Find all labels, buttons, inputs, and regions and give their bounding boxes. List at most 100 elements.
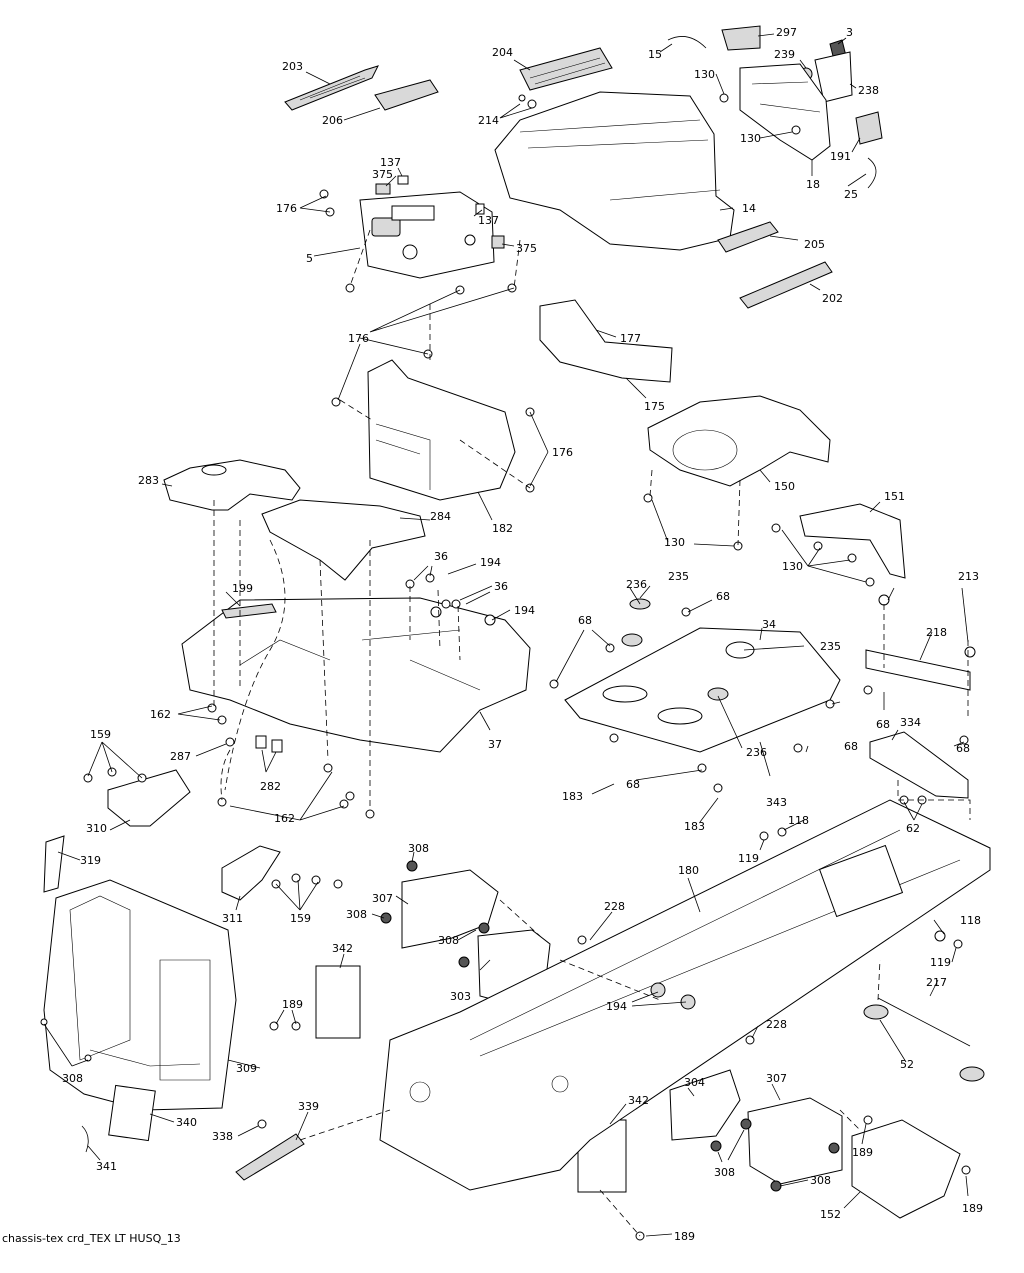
callout-130-b: 130: [740, 132, 761, 145]
callout-287: 287: [170, 750, 191, 763]
callout-228-b: 228: [766, 1018, 787, 1031]
callout-180: 180: [678, 864, 699, 877]
callout-307-b: 307: [766, 1072, 787, 1085]
callout-37: 37: [488, 738, 502, 751]
callout-162-a: 162: [150, 708, 171, 721]
callout-236-b: 236: [746, 746, 767, 759]
callout-308-d: 308: [62, 1072, 83, 1085]
callout-130-c: 130: [664, 536, 685, 549]
callout-62: 62: [906, 822, 920, 835]
callout-176-c: 176: [552, 446, 573, 459]
callout-5: 5: [306, 252, 313, 265]
callout-130-a: 130: [694, 68, 715, 81]
callout-34: 34: [762, 618, 776, 631]
callout-304: 304: [684, 1076, 705, 1089]
callout-218: 218: [926, 626, 947, 639]
callout-308-e: 308: [714, 1166, 735, 1179]
callout-52: 52: [900, 1058, 914, 1071]
callout-15: 15: [648, 48, 662, 61]
callout-152: 152: [820, 1208, 841, 1221]
callout-118-a: 118: [788, 814, 809, 827]
callouts: 203 206 204 214 15 297 3 239 238 130 130…: [62, 26, 983, 1243]
callout-175: 175: [644, 400, 665, 413]
callout-36-a: 36: [434, 550, 448, 563]
callout-284: 284: [430, 510, 451, 523]
callout-319: 319: [80, 854, 101, 867]
callout-183-b: 183: [684, 820, 705, 833]
callout-183-a: 183: [562, 790, 583, 803]
callout-203: 203: [282, 60, 303, 73]
callout-68-b: 68: [578, 614, 592, 627]
callout-119-a: 119: [738, 852, 759, 865]
callout-342-b: 342: [628, 1094, 649, 1107]
callout-68-e: 68: [876, 718, 890, 731]
callout-311: 311: [222, 912, 243, 925]
callout-342-a: 342: [332, 942, 353, 955]
callout-68-f: 68: [956, 742, 970, 755]
callout-217: 217: [926, 976, 947, 989]
callout-191: 191: [830, 150, 851, 163]
callout-309: 309: [236, 1062, 257, 1075]
callout-340: 340: [176, 1116, 197, 1129]
callout-25: 25: [844, 188, 858, 201]
callout-194-a: 194: [480, 556, 501, 569]
callout-3: 3: [846, 26, 853, 39]
callout-308-b: 308: [346, 908, 367, 921]
diagram-caption: chassis-tex crd_TEX LT HUSQ_13: [2, 1232, 181, 1245]
callout-14: 14: [742, 202, 756, 215]
callout-239: 239: [774, 48, 795, 61]
callout-235-a: 235: [668, 570, 689, 583]
callout-310: 310: [86, 822, 107, 835]
callout-119-b: 119: [930, 956, 951, 969]
callout-307-a: 307: [372, 892, 393, 905]
callout-213: 213: [958, 570, 979, 583]
callout-130-d: 130: [782, 560, 803, 573]
callout-177: 177: [620, 332, 641, 345]
callout-214: 214: [478, 114, 499, 127]
callout-308-a: 308: [408, 842, 429, 855]
callout-189-c: 189: [962, 1202, 983, 1215]
callout-162-b: 162: [274, 812, 295, 825]
callout-297: 297: [776, 26, 797, 39]
callout-375-a: 375: [372, 168, 393, 181]
callout-341: 341: [96, 1160, 117, 1173]
callout-282: 282: [260, 780, 281, 793]
callout-235-b: 235: [820, 640, 841, 653]
callout-118-b: 118: [960, 914, 981, 927]
callout-176-a: 176: [276, 202, 297, 215]
callout-176-b: 176: [348, 332, 369, 345]
callout-68-d: 68: [626, 778, 640, 791]
callout-375-b: 375: [516, 242, 537, 255]
callout-334: 334: [900, 716, 921, 729]
callout-205: 205: [804, 238, 825, 251]
leader-lines: [43, 33, 969, 1237]
callout-308-f: 308: [810, 1174, 831, 1187]
callout-303: 303: [450, 990, 471, 1003]
callout-68-c: 68: [844, 740, 858, 753]
callout-159-a: 159: [90, 728, 111, 741]
callout-36-b: 36: [494, 580, 508, 593]
callout-150: 150: [774, 480, 795, 493]
callout-189-b: 189: [852, 1146, 873, 1159]
callout-189-d: 189: [674, 1230, 695, 1243]
fasteners: [40, 93, 976, 1241]
callout-283: 283: [138, 474, 159, 487]
callout-18: 18: [806, 178, 820, 191]
callout-137-a: 137: [380, 156, 401, 169]
callout-236-a: 236: [626, 578, 647, 591]
callout-182: 182: [492, 522, 513, 535]
callout-159-b: 159: [290, 912, 311, 925]
callout-339: 339: [298, 1100, 319, 1113]
callout-189-a: 189: [282, 998, 303, 1011]
callout-137-b: 137: [478, 214, 499, 227]
callout-202: 202: [822, 292, 843, 305]
callout-199: 199: [232, 582, 253, 595]
callout-343: 343: [766, 796, 787, 809]
callout-338: 338: [212, 1130, 233, 1143]
callout-308-c: 308: [438, 934, 459, 947]
callout-206: 206: [322, 114, 343, 127]
assembly-lines: [213, 229, 971, 1237]
callout-194-c: 194: [606, 1000, 627, 1013]
callout-151: 151: [884, 490, 905, 503]
